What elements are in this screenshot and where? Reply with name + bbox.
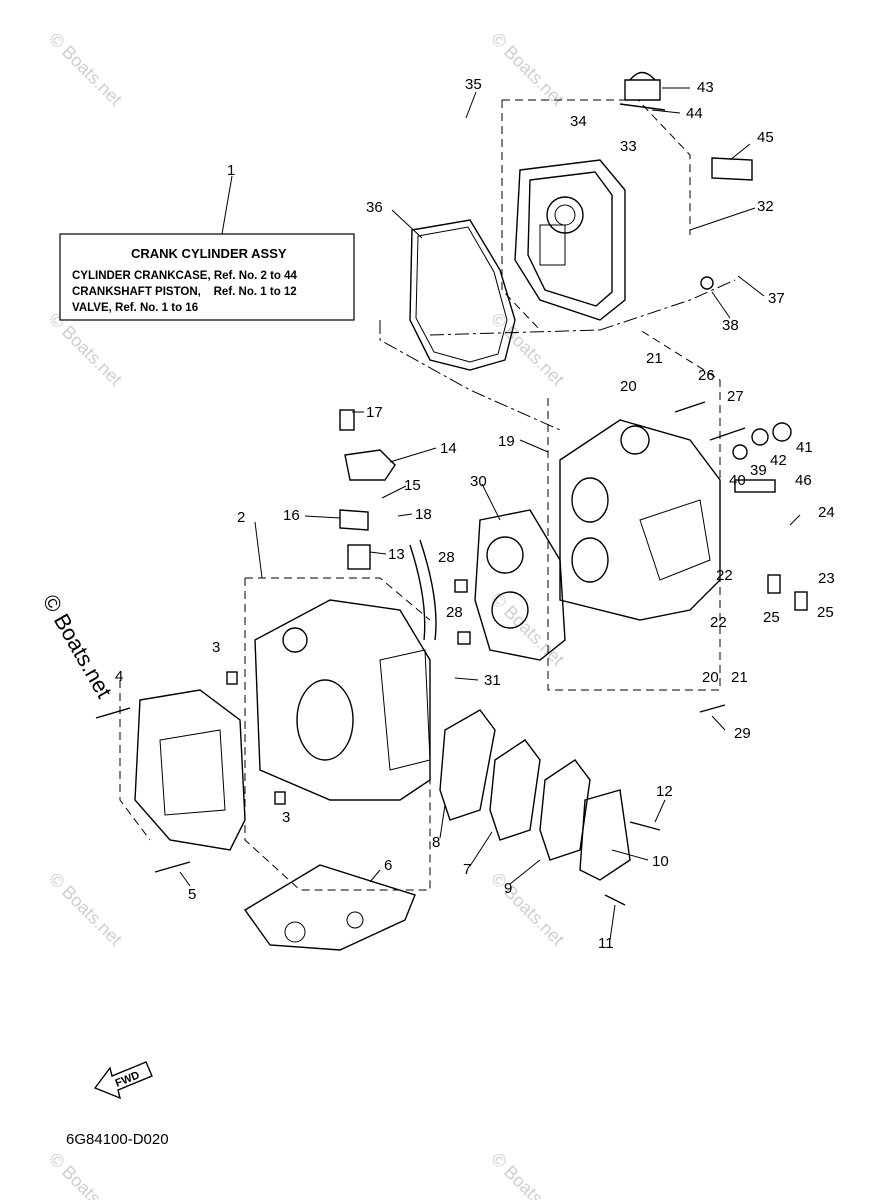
callout-15: 15: [404, 477, 421, 494]
watermark: © Boats.net: [45, 869, 126, 950]
head-gasket: [474, 509, 566, 661]
base-gasket: [243, 864, 416, 951]
crankcase: [134, 689, 246, 851]
watermark: © Boats.net: [45, 309, 126, 390]
callout-41: 41: [796, 439, 813, 456]
callout-30: 30: [470, 473, 487, 490]
callout-37: 37: [768, 290, 785, 307]
callout-31: 31: [484, 672, 501, 689]
fasteners: [95, 276, 808, 906]
callout-32: 32: [757, 198, 774, 215]
callout-33: 33: [620, 138, 637, 155]
callout-25: 25: [763, 609, 780, 626]
callout-40: 40: [729, 472, 746, 489]
diagram-code: 6G84100-D020: [66, 1131, 169, 1148]
watermark: © Boats.net: [487, 869, 568, 950]
callout-20: 20: [702, 669, 719, 686]
leader-lines: [179, 87, 801, 941]
callout-24: 24: [818, 504, 835, 521]
callout-16: 16: [283, 507, 300, 524]
callout-7: 7: [463, 861, 471, 878]
watermark: © Boats.net: [45, 1149, 126, 1200]
callout-27: 27: [727, 388, 744, 405]
callout-39: 39: [750, 462, 767, 479]
callout-20: 20: [620, 378, 637, 395]
callout-22: 22: [716, 567, 733, 584]
cylinder-head: [559, 419, 721, 621]
callout-3: 3: [212, 639, 220, 656]
callout-10: 10: [652, 853, 669, 870]
watermark: © Boats.net: [487, 1149, 568, 1200]
callout-34: 34: [570, 113, 587, 130]
callout-18: 18: [415, 506, 432, 523]
cylinder-block: [254, 599, 431, 801]
callout-26: 26: [698, 367, 715, 384]
label-plate: [711, 157, 753, 181]
callout-29: 29: [734, 725, 751, 742]
callout-13: 13: [388, 546, 405, 563]
callout-45: 45: [757, 129, 774, 146]
callout-19: 19: [498, 433, 515, 450]
legend-box: CRANK CYLINDER ASSY CYLINDER CRANKCASE, …: [59, 175, 355, 321]
head-cover-gasket: [409, 219, 516, 371]
thermostat-parts: [339, 409, 437, 641]
callout-9: 9: [504, 880, 512, 897]
watermark: © Boats.net: [487, 29, 568, 110]
callout-28: 28: [438, 549, 455, 566]
callout-35: 35: [465, 76, 482, 93]
callout-36: 36: [366, 199, 383, 216]
callout-28: 28: [446, 604, 463, 621]
callout-46: 46: [795, 472, 812, 489]
callouts: 1 2 3 3 4 5 6 7 8 9 10 11 12 13 14 15 16…: [115, 76, 835, 952]
callout-2: 2: [237, 509, 245, 526]
fwd-arrow: FWD: [93, 1061, 153, 1100]
callout-17: 17: [366, 404, 383, 421]
legend-line: VALVE, Ref. No. 1 to 16: [72, 302, 198, 314]
callout-3: 3: [282, 809, 290, 826]
callout-1: 1: [227, 162, 235, 179]
callout-14: 14: [440, 440, 457, 457]
callout-6: 6: [384, 857, 392, 874]
group-frames: [119, 99, 736, 891]
callout-44: 44: [686, 105, 703, 122]
callout-5: 5: [188, 886, 196, 903]
exhaust-plates: [439, 709, 631, 881]
legend-line: CYLINDER CRANKCASE, Ref. No. 2 to 44: [72, 270, 298, 282]
head-cover: [514, 159, 626, 321]
oil-cap: [619, 71, 666, 111]
callout-38: 38: [722, 317, 739, 334]
watermark: © Boats.net: [45, 29, 126, 110]
legend-line: CRANKSHAFT PISTON, Ref. No. 1 to 12: [72, 286, 297, 298]
callout-23: 23: [818, 570, 835, 587]
callout-22: 22: [710, 614, 727, 631]
watermark-large: © Boats.net: [38, 590, 117, 702]
callout-43: 43: [697, 79, 714, 96]
callout-11: 11: [598, 935, 614, 952]
callout-4: 4: [115, 668, 123, 685]
callout-42: 42: [770, 452, 787, 469]
callout-21: 21: [646, 350, 663, 367]
callout-12: 12: [656, 783, 673, 800]
callout-8: 8: [432, 834, 440, 851]
callout-21: 21: [731, 669, 748, 686]
callout-25: 25: [817, 604, 834, 621]
legend-title: CRANK CYLINDER ASSY: [131, 246, 287, 261]
